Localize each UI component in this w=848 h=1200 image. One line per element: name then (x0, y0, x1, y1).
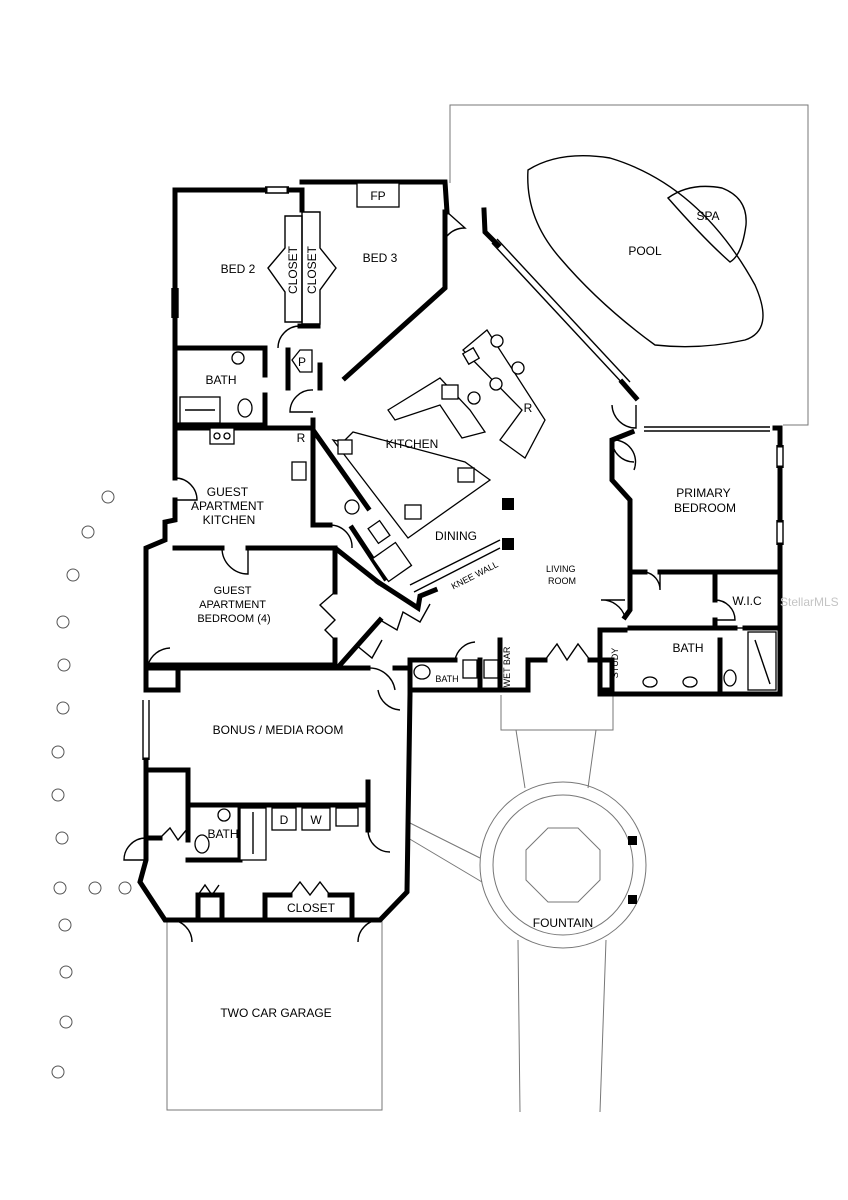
pool-label: POOL (628, 244, 662, 258)
kitchen-counters (331, 329, 546, 539)
bath-lower-label: BATH (207, 827, 238, 841)
fireplace (356, 182, 400, 208)
refrigerator-main-label: R (524, 401, 533, 415)
pantry (291, 349, 313, 373)
refrigerator-guest-label: R (297, 431, 306, 445)
pool-deck (449, 104, 809, 426)
exterior-walls (137, 179, 783, 923)
dryer-label: D (280, 813, 289, 827)
bath-primary-label: BATH (672, 641, 703, 655)
fireplace-label: FP (370, 189, 385, 203)
tree-dots (51, 490, 132, 1079)
interior-walls (143, 187, 783, 921)
study-label: STUDY (610, 648, 620, 679)
sliding-glass-doors (491, 238, 770, 432)
wic-label: W.I.C (732, 594, 762, 608)
knee-wall (409, 539, 501, 593)
bed-closets (267, 211, 337, 325)
closet-lower-label: CLOSET (287, 901, 336, 915)
knee-wall-label: KNEE WALL (450, 559, 500, 591)
guest-bedroom-label: GUEST APARTMENT BEDROOM (4) (197, 585, 270, 625)
pool (527, 155, 764, 348)
bonus-media-label: BONUS / MEDIA ROOM (213, 723, 344, 737)
primary-bedroom-label: PRIMARY BEDROOM (674, 486, 736, 515)
bath-upper-label: BATH (205, 373, 236, 387)
wet-bar-label: WET BAR (502, 646, 512, 687)
bath-small-label: BATH (435, 674, 458, 684)
watermark: StellarMLS (780, 595, 839, 609)
spa-label: SPA (696, 209, 719, 223)
washer-label: W (310, 813, 322, 827)
dining-label: DINING (435, 529, 477, 543)
guest-kitchen-label: GUEST APARTMENT KITCHEN (191, 485, 267, 527)
columns (502, 498, 637, 904)
bath-fixtures (179, 351, 777, 861)
living-room-label: LIVING ROOM (546, 564, 578, 586)
fountain-label: FOUNTAIN (533, 916, 593, 930)
door-swings (123, 211, 745, 943)
spa (666, 185, 747, 263)
entry-walk (407, 695, 647, 1113)
bed-2-label: BED 2 (221, 262, 256, 276)
kitchen-label: KITCHEN (386, 437, 439, 451)
windows (142, 186, 784, 760)
closet-b-label: CLOSET (305, 245, 319, 294)
closet-a-label: CLOSET (286, 245, 300, 294)
bed-3-label: BED 3 (363, 251, 398, 265)
garage-label: TWO CAR GARAGE (220, 1006, 331, 1020)
pantry-label: P (298, 355, 306, 369)
